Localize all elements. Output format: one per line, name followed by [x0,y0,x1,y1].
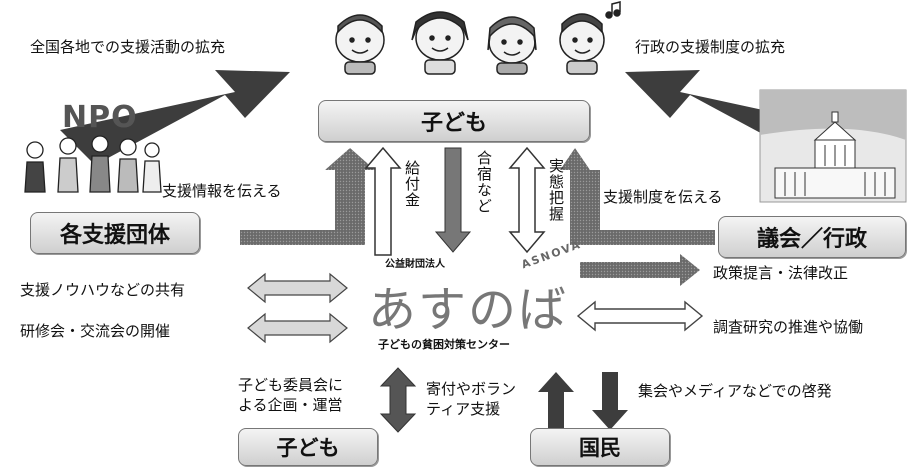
arrow-awareness [592,372,628,430]
npo-people-illustration [24,135,162,193]
arrow-donation [538,372,574,430]
label-info-to-children: 支援情報を伝える [162,182,282,200]
l-arrow-right [560,148,715,245]
center-subtitle: 子どもの貧困対策センター [378,338,510,351]
arrow-knowhow [247,272,348,304]
npo-label: NPO [62,100,138,135]
label-child-committee-1: 子ども委員会に [238,376,344,394]
arrow-camp [434,147,472,253]
children-illustration [335,1,621,75]
diet-building-illustration [759,89,907,203]
arrow-grant [364,146,402,256]
arrow-research [576,300,704,332]
node-support-groups: 各支援団体 [30,212,200,254]
node-children-top: 子ども [318,100,590,142]
label-survey: 実態把握 [547,158,565,222]
center-name: あすのば [368,282,569,338]
label-knowhow: 支援ノウハウなどの共有 [20,281,186,299]
arrow-policy [580,254,700,286]
label-donation-1: 寄付やボラン [426,380,517,398]
arrow-training [247,312,348,344]
big-arrow-left [60,70,290,165]
label-awareness: 集会やメディアなどでの啓発 [638,382,832,400]
arrow-child-committee [379,367,417,433]
node-parliament: 議会／行政 [718,216,906,258]
label-training: 研修会・交流会の開催 [20,322,171,340]
l-arrow-left [240,148,375,245]
arrow-survey [508,146,546,254]
label-top-left: 全国各地での支援活動の拡充 [30,38,226,56]
label-camp: 合宿など [475,150,493,214]
label-child-committee-2: よる企画・運営 [238,396,343,414]
node-citizens: 国民 [530,428,670,466]
label-grant: 給付金 [403,160,421,208]
label-system-to-children: 支援制度を伝える [603,188,723,206]
center-corp-type: 公益財団法人 [385,259,445,270]
label-donation-2: ティア支援 [426,400,501,418]
node-children-bottom: 子ども [238,428,378,466]
label-top-right: 行政の支援制度の拡充 [635,38,786,56]
label-research: 調査研究の推進や協働 [713,318,864,336]
label-policy: 政策提言・法律改正 [713,264,849,282]
